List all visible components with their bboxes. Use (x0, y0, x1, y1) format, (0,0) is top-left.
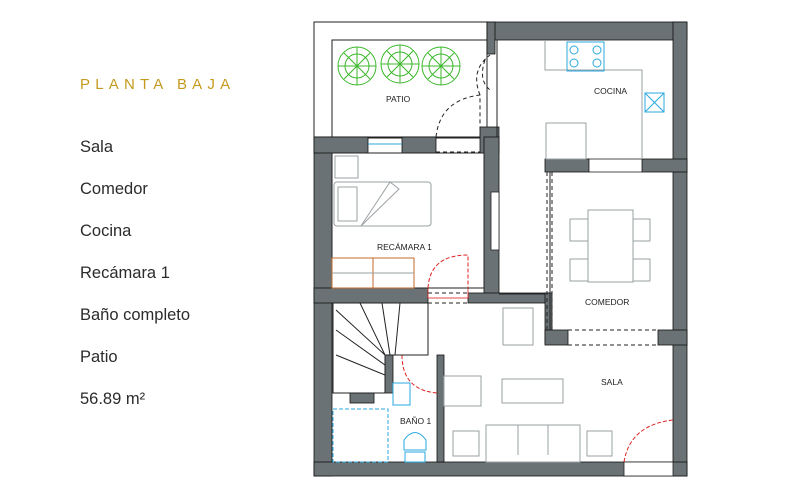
dining-table-icon (587, 209, 634, 283)
floor-title: PLANTA BAJA (80, 76, 236, 93)
room-list-item: Baño completo (80, 306, 191, 324)
fridge-icon (545, 122, 587, 160)
room-label-sala: SALA (601, 377, 623, 387)
bedroom-furniture (331, 155, 432, 289)
area-total: 56.89 m² (80, 390, 146, 408)
toilet-icon (403, 432, 427, 463)
room-label-patio: PATIO (386, 94, 411, 104)
room-label-cocina: COCINA (594, 86, 627, 96)
washbasin-icon (392, 382, 411, 406)
stove-icon (566, 41, 605, 72)
room-list-item: Cocina (80, 222, 132, 240)
room-list-item: Comedor (80, 180, 148, 198)
kitchen-fixtures (544, 40, 665, 160)
sofa-icon (485, 424, 581, 463)
room-label-recamara: RECÁMARA 1 (377, 242, 432, 252)
room-list-item: Sala (80, 138, 114, 156)
room-label-comedor: COMEDOR (585, 297, 629, 307)
sink-icon (644, 92, 665, 113)
stairs-icon (332, 302, 429, 394)
room-list-item: Recámara 1 (80, 264, 170, 282)
plant-icons (337, 44, 461, 86)
doors (401, 54, 674, 463)
living-furniture (443, 307, 613, 463)
room-label-bano: BAÑO 1 (400, 416, 431, 426)
windows (368, 143, 674, 477)
coffee-table-icon (501, 378, 564, 404)
dining-furniture (569, 209, 651, 283)
bathroom-fixtures (332, 382, 427, 463)
room-list-item: Patio (80, 348, 118, 366)
shower-icon (332, 408, 389, 463)
